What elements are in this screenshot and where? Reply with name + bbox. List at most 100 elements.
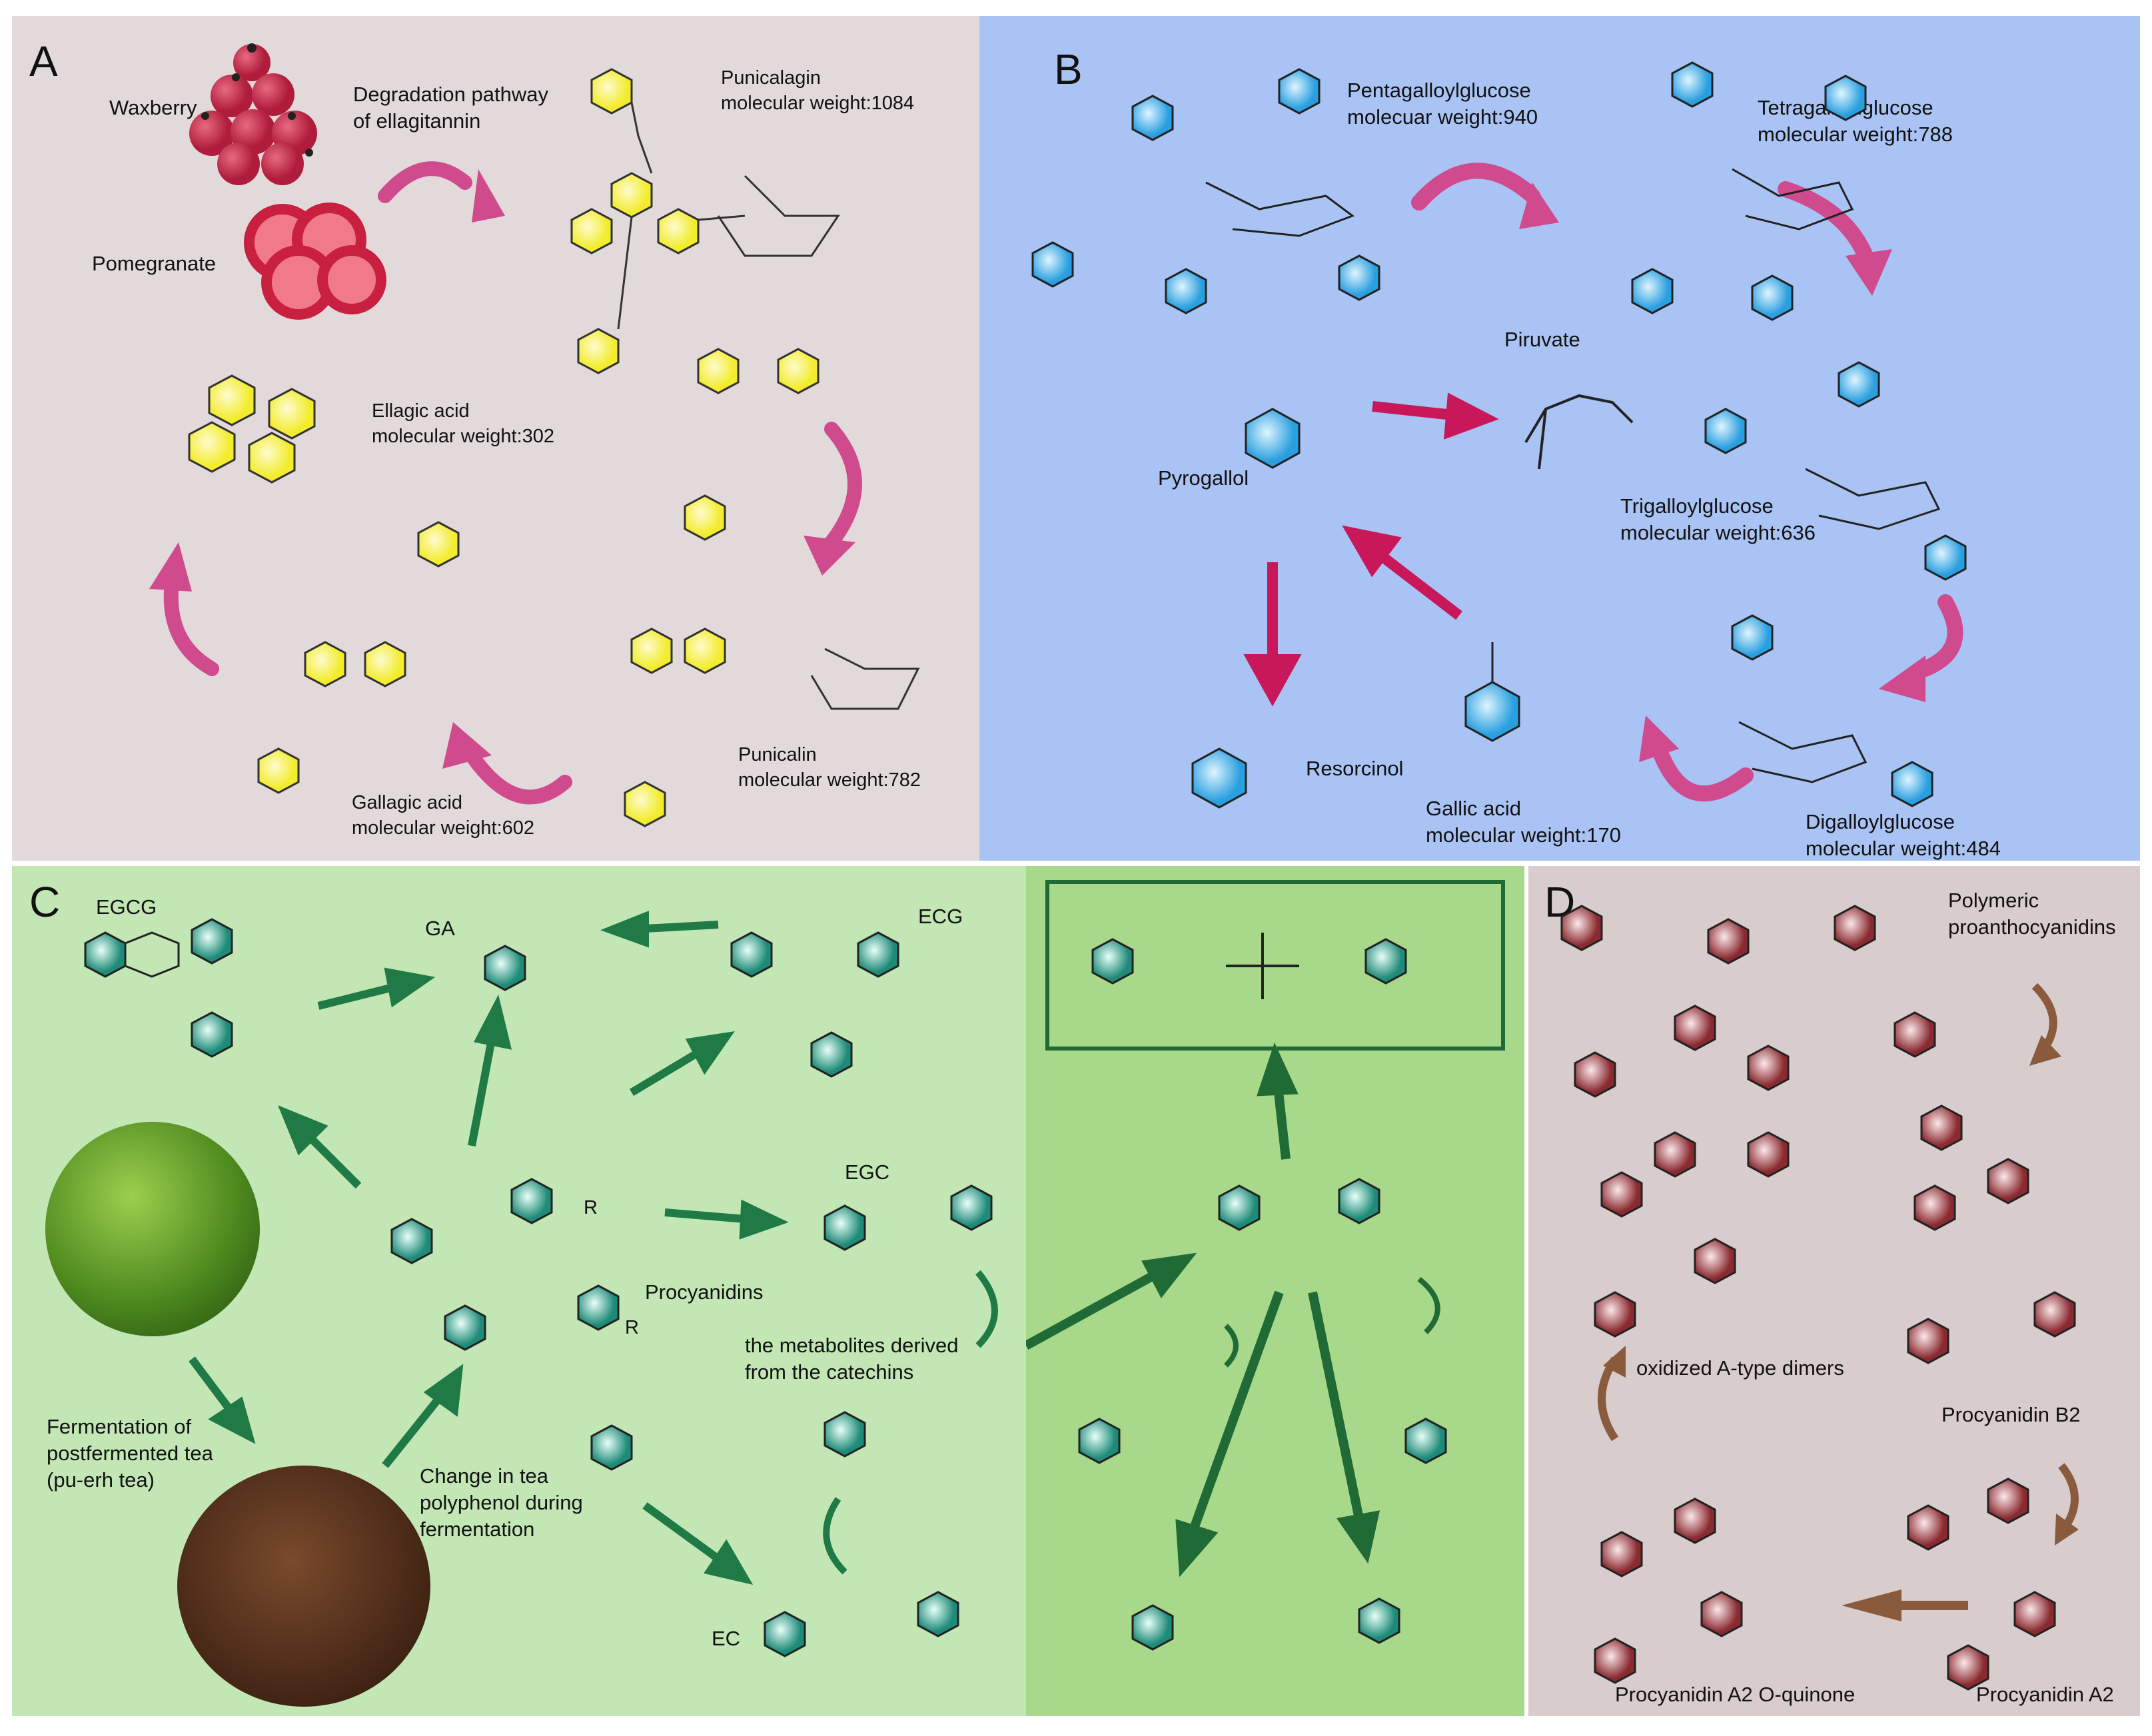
change-label-line1: Change in tea [420, 1464, 549, 1488]
panel-c-graphics [84, 911, 998, 1657]
metabolites-label-line1: the metabolites derived [745, 1334, 959, 1357]
waxberry-image [189, 43, 317, 185]
gallic-acid-mw-label: molecular weight:170 [1426, 823, 1621, 847]
arrow-di-to-gallic [1651, 741, 1754, 802]
arrow-a2-to-a2q [1842, 1589, 1901, 1621]
tetragalloylglucose-structure [1631, 61, 1867, 321]
panel-c-letter: C [29, 878, 61, 926]
tea-leaves-photo [45, 1122, 260, 1336]
punicalin-mw-label: molecular weight:782 [738, 769, 921, 791]
r-group-label-2: R [625, 1317, 639, 1338]
arrow-ecg-to-ga [644, 921, 719, 933]
pathway-label-line2: of ellagitannin [353, 109, 481, 133]
tetragalloylglucose-mw-label: molecular weight:788 [1758, 123, 1953, 146]
panel-a: A Waxberry Pomegranate Degradation pathw… [12, 16, 979, 861]
pyrogallol-label: Pyrogallol [1158, 466, 1249, 490]
arrow-penta-to-tetra [1411, 163, 1540, 211]
ec-structure [764, 1591, 959, 1657]
arrow-punicalagin-to-punicalin [824, 422, 862, 550]
panel-a-graphics [149, 43, 920, 827]
ellagic-acid-label: Ellagic acid [372, 400, 470, 422]
arrow-punicalin-to-gallagic [464, 748, 572, 805]
procyanidin-a2-label: Procyanidin A2 [1976, 1683, 2114, 1706]
fermentation-label-line3: (pu-erh tea) [47, 1468, 155, 1492]
pentynal-ring [1078, 1418, 1121, 1464]
benzoquinone-ring [1358, 1597, 1400, 1644]
arrow-cake-to-procyanidins [382, 1396, 442, 1468]
procyanidin-a2-structure [1907, 1478, 2056, 1691]
piruvate-label: Piruvate [1504, 328, 1580, 351]
pu-erh-tea-cake-photo [177, 1466, 430, 1707]
arrow-photo-to-cake [189, 1356, 235, 1415]
panel-c-metabolites [1026, 866, 1524, 1716]
panel-b-letter: B [1054, 45, 1083, 93]
metabolites-label-line2: from the catechins [745, 1360, 914, 1384]
punicalagin-mw-label: molecular weight:1084 [721, 93, 915, 114]
panel-a-letter: A [29, 37, 58, 85]
arrow-gallic-to-pyrogallol [1369, 544, 1462, 620]
arrow-central-to-chromene [1188, 1290, 1284, 1534]
ec-label: EC [712, 1627, 741, 1650]
egc-structure [823, 1184, 993, 1251]
ecg-structure [730, 931, 899, 1078]
oxidized-a-type-dimers-structure [1594, 1131, 1736, 1338]
arrow-procyanidins-to-ga [468, 1038, 496, 1147]
product-quinone-ring [1091, 938, 1134, 985]
product-pyranone-ring [1364, 938, 1407, 985]
arrow-procyanidins-to-egc [664, 1208, 746, 1223]
arrow-egc-to-metabolites [975, 1270, 998, 1348]
arrow-procyanidins-to-ecg [629, 1049, 701, 1096]
egcg-structure [84, 918, 233, 1058]
piruvate-structure [1524, 394, 1634, 470]
arrow-a2q-to-dimers [1598, 1356, 1619, 1442]
punicalagin-structure [570, 68, 840, 394]
pathway-label-line1: Degradation pathway [353, 83, 548, 106]
digalloylglucose-structure [1731, 614, 1933, 807]
arrow-pyrogallol-to-piruvate [1372, 401, 1460, 421]
arrow-tri-to-di [1917, 594, 1963, 677]
pentagalloylglucose-label: Pentagalloylglucose [1347, 79, 1531, 102]
arrow-ec-to-metabolites [823, 1497, 847, 1575]
gallagic-acid-mw-label: molecular weight:602 [352, 817, 535, 839]
punicalin-label: Punicalin [738, 744, 817, 765]
ga-structure [484, 945, 526, 991]
ellagic-acid-structure [188, 374, 316, 484]
panel-c-metabolites-graphics [1026, 880, 1505, 1651]
digalloylglucose-label: Digalloylglucose [1806, 810, 1955, 833]
pomegranate-label: Pomegranate [92, 252, 217, 275]
arrow-c-to-central [1026, 1268, 1162, 1350]
ga-label: GA [425, 917, 455, 940]
procyanidin-b2-label: Procyanidin B2 [1941, 1403, 2081, 1426]
egc-label: EGC [845, 1160, 890, 1184]
change-label-line3: fermentation [420, 1518, 535, 1541]
punicalin-structure [624, 494, 920, 827]
arrow-egcg-to-ga [317, 982, 400, 1010]
procyanidins-structure [390, 1178, 633, 1471]
trigalloylglucose-label: Trigalloylglucose [1620, 494, 1774, 518]
pomegranate-image [244, 203, 386, 320]
arrow-procyanidins-to-egcg [302, 1129, 362, 1189]
arrow-central-to-benzoquinone [1308, 1291, 1364, 1520]
panel-c: C EGCG GA ECG EGC Procyanidins the metab… [12, 866, 1026, 1716]
chromene-ring [1131, 1604, 1174, 1651]
arrow-tetra-to-tri [1778, 181, 1874, 264]
procyanidins-label: Procyanidins [645, 1280, 764, 1304]
pentagalloylglucose-mw-label: molecuar weight:940 [1347, 105, 1538, 129]
panel-d: D Polymeric proanthocyanidins oxidized A… [1528, 866, 2140, 1716]
arrow-procyanidins-to-ec [642, 1502, 721, 1562]
metabolite-structure [823, 1411, 866, 1458]
central-metabolite-structure [1218, 1178, 1380, 1231]
r-group-label-1: R [584, 1197, 598, 1218]
polymeric-label-line2: proanthocyanidins [1948, 915, 2116, 939]
resorcinol-structure [1191, 747, 1247, 809]
digalloylglucose-mw-label: molecular weight:484 [1806, 837, 2001, 860]
panel-b-graphics [1031, 61, 1967, 809]
gallagic-acid-structure [257, 521, 460, 794]
trigalloylglucose-mw-label: molecular weight:636 [1620, 521, 1816, 544]
panel-b: B Pentagalloylglucose molecuar weight:94… [979, 16, 2140, 861]
oxidized-dimers-label: oxidized A-type dimers [1636, 1356, 1844, 1380]
trigalloylglucose-structure [1704, 361, 1967, 581]
fermentation-label-line1: Fermentation of [47, 1415, 192, 1438]
pyrogallol-structure [1245, 408, 1301, 469]
arrow-central-to-cyclobutene [1417, 1276, 1440, 1334]
